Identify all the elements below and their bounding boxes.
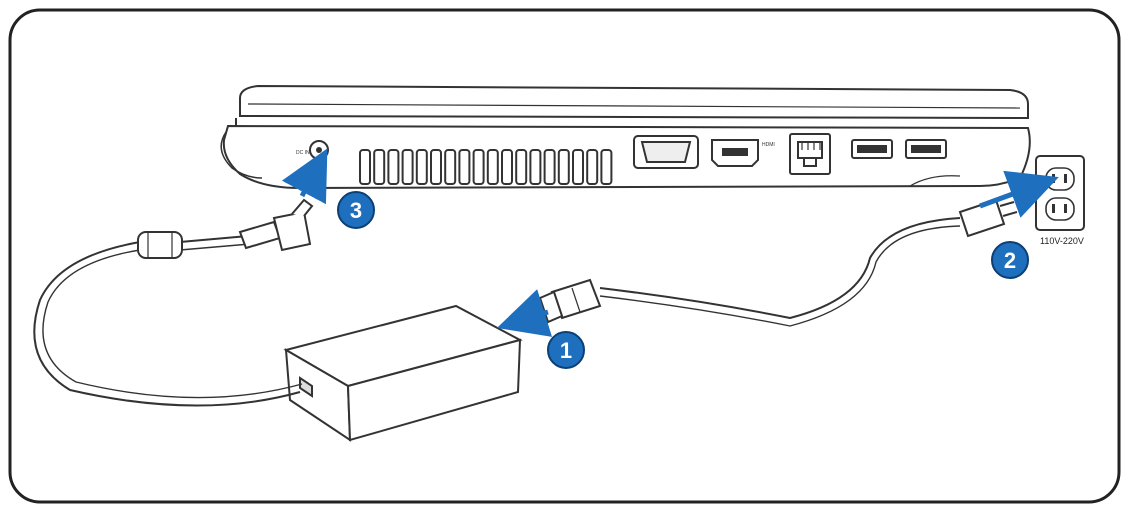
vent-slot [472,149,485,185]
lan-port [789,133,831,175]
arrow-step-3 [281,148,328,205]
vent-slot [515,149,528,185]
usb-port-2 [905,139,947,159]
vent-slot [401,149,414,185]
vent-slot [373,149,386,185]
vent-slot [600,149,613,185]
vent-slot [557,149,570,185]
dc-cable [33,235,303,407]
step-number-3: 3 [350,198,362,223]
dc-plug [238,198,314,252]
vent-slot [529,149,542,185]
step-number-1: 1 [560,338,572,363]
instruction-arrows [281,148,1059,337]
usb-port-1 [851,139,893,159]
vent-slot [501,149,513,185]
hdmi-label: HDMI [762,142,775,148]
step-badge-1: 1 [547,331,585,369]
step-badge-2: 2 [991,241,1029,279]
ac-cord [599,217,961,327]
vent-slot [458,149,471,185]
step-number-2: 2 [1004,248,1016,273]
step-badge-3: 3 [337,191,375,229]
laptop-side-view [220,84,1031,190]
vent-slot [543,149,556,185]
arrow-step-1 [496,289,553,337]
vent-grille [359,149,613,185]
vent-slot [359,149,371,185]
arrow-step-2 [979,170,1059,218]
dc-in-label: DC IN [296,150,310,156]
vent-slot [415,149,428,185]
vent-slot [486,149,499,185]
vent-slot [586,149,599,185]
vent-slot [430,149,442,185]
vga-port [633,135,699,169]
outlet-voltage-label: 110V-220V [1040,236,1084,246]
vent-slot [387,149,400,185]
power-adapter [283,304,523,442]
ferrite-bead [137,231,183,259]
hdmi-port: HDMI [711,139,775,167]
vent-slot [444,149,457,185]
vent-slot [572,149,584,185]
